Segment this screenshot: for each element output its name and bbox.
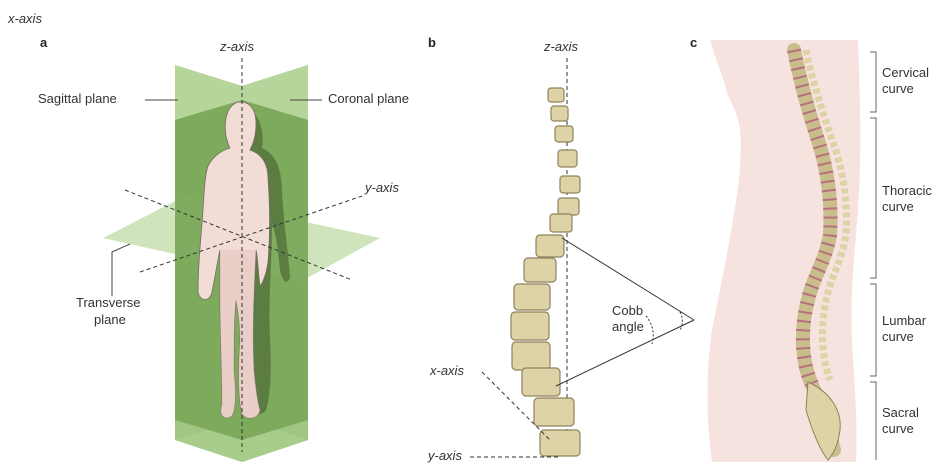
panel-a-y-axis-label: y-axis	[365, 181, 399, 196]
panel-b-letter: b	[428, 36, 436, 51]
thoracic-curve-label-line1: Thoracic	[882, 184, 932, 199]
cervical-curve-label-line1: Cervical	[882, 66, 929, 81]
coronal-plane-label: Coronal plane	[328, 92, 409, 107]
thoracic-curve-label-line2: curve	[882, 200, 914, 215]
sacral-curve-label-line2: curve	[882, 422, 914, 437]
panel-a-letter: a	[40, 36, 47, 51]
transverse-plane-label-line1: Transverse	[76, 296, 141, 311]
panel-c-illustration	[708, 40, 877, 462]
body-profile-silhouette	[708, 40, 861, 462]
lumbar-curve-label-line2: curve	[882, 330, 914, 345]
panel-c-letter: c	[690, 36, 697, 51]
panel-b-illustration	[470, 58, 694, 457]
cobb-angle-label-line1: Cobb	[612, 304, 643, 319]
panel-b-x-axis-label: x-axis	[430, 364, 464, 379]
scoliotic-spine	[511, 88, 580, 456]
lumbar-curve-label-line1: Lumbar	[882, 314, 926, 329]
transverse-plane-label-line2: plane	[94, 313, 126, 328]
cobb-angle-label-line2: angle	[612, 320, 644, 335]
panel-a-illustration	[103, 58, 380, 462]
cervical-curve-label-line2: curve	[882, 82, 914, 97]
sagittal-plane-label: Sagittal plane	[38, 92, 117, 107]
panel-a-z-axis-label: z-axis	[220, 40, 254, 55]
sacral-curve-label-line1: Sacral	[882, 406, 919, 421]
top-x-axis-label: x-axis	[8, 12, 42, 27]
panel-b-z-axis-label: z-axis	[544, 40, 578, 55]
